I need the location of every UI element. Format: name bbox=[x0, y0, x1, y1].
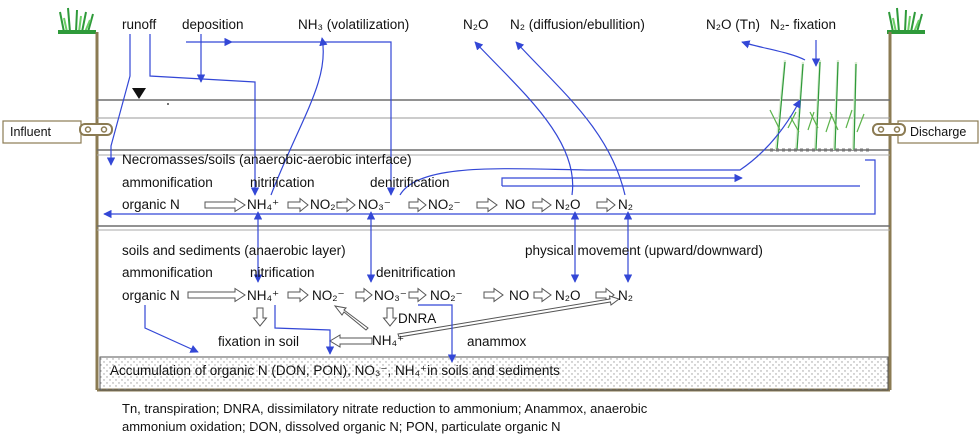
layer-lines bbox=[97, 99, 890, 231]
anammox-label: anammox bbox=[467, 334, 527, 349]
n2-diffusion-label: N₂ (diffusion/ebullition) bbox=[510, 17, 645, 32]
abbreviation-legend: Tn, transpiration; DNRA, dissimilatory n… bbox=[122, 400, 647, 436]
lower-nh4-dnra: NH₄⁺ bbox=[372, 333, 405, 348]
lower-nitrification: nitrification bbox=[250, 265, 315, 280]
n2o-emission-label: N₂O bbox=[463, 17, 489, 32]
influent-label: Influent bbox=[10, 125, 52, 139]
n2-fixation-label: N₂- fixation bbox=[770, 17, 837, 32]
lower-no3: NO₃⁻ bbox=[374, 288, 407, 303]
upper-denitrification: denitrification bbox=[370, 175, 450, 190]
upper-nh4: NH₄⁺ bbox=[247, 197, 280, 212]
water-level-icon bbox=[132, 88, 146, 99]
lower-ammonification: ammonification bbox=[122, 265, 213, 280]
reed-plants-icon bbox=[769, 59, 872, 152]
upper-layer-title: Necromasses/soils (anaerobic-aerobic int… bbox=[122, 152, 412, 167]
lower-no: NO bbox=[509, 288, 530, 303]
lower-organic-n: organic N bbox=[122, 288, 180, 303]
discharge-label: Discharge bbox=[910, 125, 967, 139]
upper-ammonification: ammonification bbox=[122, 175, 213, 190]
lower-chain-arrows bbox=[187, 287, 621, 348]
upper-nitrification: nitrification bbox=[250, 175, 315, 190]
n2o-tn-label: N₂O (Tn) bbox=[706, 17, 760, 32]
upper-no2-second: NO₂⁻ bbox=[428, 197, 461, 212]
lower-n2o: N₂O bbox=[555, 288, 581, 303]
accumulation-box bbox=[99, 356, 889, 391]
upper-n2: N₂ bbox=[618, 197, 633, 212]
deposition-label: deposition bbox=[182, 17, 244, 32]
legend-line-2: ammonium oxidation; DON, dissolved organ… bbox=[122, 419, 561, 434]
flux-arrows bbox=[103, 34, 876, 363]
legend-line-1: Tn, transpiration; DNRA, dissimilatory n… bbox=[122, 401, 648, 416]
accumulation-label: Accumulation of organic N (DON, PON), NO… bbox=[110, 363, 560, 378]
lower-nh4: NH₄⁺ bbox=[247, 288, 280, 303]
upper-chain-arrows bbox=[204, 197, 616, 213]
upper-n2o: N₂O bbox=[555, 197, 581, 212]
upper-no: NO bbox=[505, 197, 526, 212]
lower-layer-title: soils and sediments (anaerobic layer) bbox=[122, 243, 346, 258]
left-grass-icon bbox=[58, 7, 96, 34]
upper-no2: NO₂⁻ bbox=[310, 197, 343, 212]
lower-no2-second: NO₂⁻ bbox=[430, 288, 463, 303]
fixation-in-soil-label: fixation in soil bbox=[218, 334, 300, 349]
upper-organic-n: organic N bbox=[122, 197, 180, 212]
influent-pipe bbox=[79, 123, 113, 136]
upper-no3: NO₃⁻ bbox=[358, 197, 391, 212]
lower-denitrification: denitrification bbox=[376, 265, 456, 280]
physical-movement-label: physical movement (upward/downward) bbox=[525, 243, 763, 258]
discharge-pipe bbox=[872, 123, 906, 136]
dnra-label: DNRA bbox=[398, 311, 437, 326]
lower-no2: NO₂⁻ bbox=[312, 288, 345, 303]
volatilization-label: NH₃ (volatilization) bbox=[298, 17, 410, 32]
lower-n2: N₂ bbox=[618, 288, 633, 303]
runoff-label: runoff bbox=[122, 17, 157, 32]
right-grass-icon bbox=[887, 7, 925, 34]
